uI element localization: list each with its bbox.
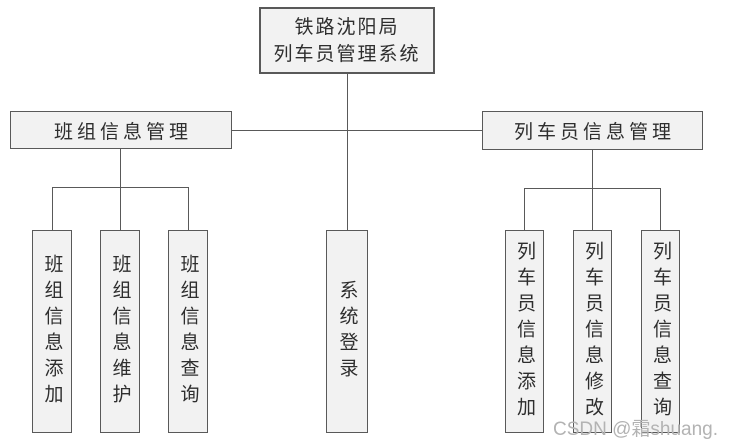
csdn-watermark: CSDN @霜shuang. bbox=[553, 419, 719, 440]
connector-left-branch bbox=[52, 187, 188, 188]
connector-right-stub-1 bbox=[524, 188, 525, 230]
connector-left-stub-3 bbox=[188, 187, 189, 230]
node-attendant-info-query: 列车员信息查询 bbox=[641, 230, 680, 433]
node-label: 列车员信息管理 bbox=[513, 122, 675, 143]
root-title-line1: 铁路沈阳局 bbox=[294, 16, 400, 38]
node-label: 班组信息查询 bbox=[177, 253, 199, 410]
connector-left-stem bbox=[120, 149, 121, 230]
node-label: 系统登录 bbox=[336, 279, 358, 384]
connector-cross-link bbox=[232, 130, 482, 131]
node-team-info-management: 班组信息管理 bbox=[10, 111, 232, 149]
node-attendant-info-management: 列车员信息管理 bbox=[482, 111, 703, 150]
node-team-info-add: 班组信息添加 bbox=[32, 230, 72, 433]
node-label: 班组信息添加 bbox=[41, 253, 63, 410]
node-label: 班组信息维护 bbox=[109, 253, 131, 410]
node-attendant-info-add: 列车员信息添加 bbox=[505, 230, 544, 433]
root-title-line2: 列车员管理系统 bbox=[273, 43, 421, 65]
node-system-root: 铁路沈阳局 列车员管理系统 bbox=[259, 7, 435, 74]
node-team-info-query: 班组信息查询 bbox=[168, 230, 208, 433]
node-team-info-maintain: 班组信息维护 bbox=[100, 230, 140, 433]
connector-right-branch bbox=[524, 188, 660, 189]
connector-right-stem bbox=[592, 150, 593, 230]
node-system-login: 系统登录 bbox=[326, 230, 368, 433]
node-attendant-info-modify: 列车员信息修改 bbox=[573, 230, 612, 433]
connector-right-stub-3 bbox=[660, 188, 661, 230]
node-label: 列车员信息查询 bbox=[650, 240, 671, 423]
connector-left-stub-1 bbox=[52, 187, 53, 230]
connector-root-stem bbox=[347, 74, 348, 230]
node-label: 班组信息管理 bbox=[53, 121, 192, 143]
node-label: 列车员信息添加 bbox=[514, 240, 535, 423]
node-label: 列车员信息修改 bbox=[582, 240, 603, 423]
